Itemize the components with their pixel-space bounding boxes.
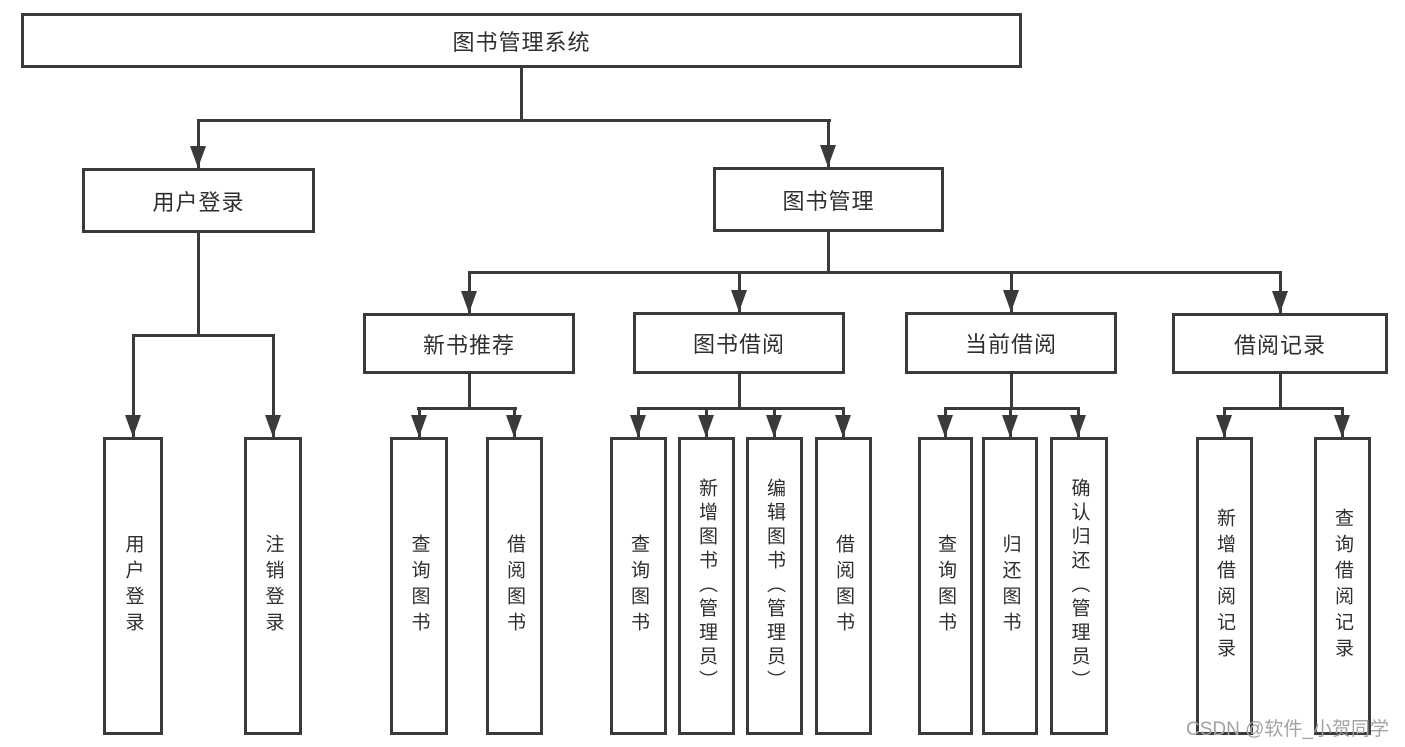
- arrow-down-icon: [1002, 415, 1018, 437]
- node-book-management: 图书管理: [713, 167, 944, 232]
- connector: [520, 68, 523, 122]
- arrow-down-icon: [1272, 291, 1288, 313]
- arrow-down-icon: [698, 415, 714, 437]
- node-new-book-recommend: 新书推荐: [363, 313, 575, 374]
- connector: [272, 334, 275, 437]
- leaf-borrow-books: 借阅图书: [815, 437, 872, 735]
- arrow-down-icon: [125, 415, 141, 437]
- arrow-down-icon: [411, 415, 427, 437]
- arrow-down-icon: [1334, 415, 1350, 437]
- leaf-confirm-return-admin: 确认归还（管理员）: [1050, 437, 1108, 735]
- arrow-down-icon: [506, 415, 522, 437]
- node-user-login: 用户登录: [82, 168, 315, 233]
- connector: [132, 334, 274, 337]
- connector: [197, 119, 200, 168]
- connector: [132, 334, 135, 437]
- leaf-add-borrow-record: 新增借阅记录: [1196, 437, 1253, 735]
- leaf-logout: 注销登录: [244, 437, 302, 735]
- arrow-down-icon: [190, 146, 206, 168]
- leaf-edit-books-admin: 编辑图书（管理员）: [746, 437, 803, 735]
- leaf-query-books: 查询图书: [610, 437, 667, 735]
- connector: [197, 119, 831, 122]
- node-borrow-record: 借阅记录: [1172, 313, 1388, 374]
- arrow-down-icon: [766, 415, 782, 437]
- csdn-watermark: CSDN @软件_小贺同学: [1186, 719, 1389, 740]
- arrow-down-icon: [461, 291, 477, 313]
- arrow-down-icon: [630, 415, 646, 437]
- node-book-borrow: 图书借阅: [633, 312, 845, 374]
- connector: [1279, 374, 1282, 410]
- leaf-query-books: 查询图书: [390, 437, 448, 735]
- connector: [827, 119, 830, 167]
- connector: [944, 407, 1080, 410]
- leaf-query-borrow-record: 查询借阅记录: [1314, 437, 1371, 735]
- arrow-down-icon: [1003, 290, 1019, 312]
- leaf-borrow-books: 借阅图书: [486, 437, 543, 735]
- connector: [827, 232, 830, 274]
- arrow-down-icon: [820, 145, 836, 167]
- leaf-query-books: 查询图书: [918, 437, 973, 735]
- leaf-return-books: 归还图书: [982, 437, 1038, 735]
- arrow-down-icon: [937, 415, 953, 437]
- connector: [468, 271, 1282, 274]
- connector: [468, 374, 471, 410]
- leaf-user-login: 用户登录: [103, 437, 163, 735]
- arrow-down-icon: [265, 415, 281, 437]
- connector: [417, 407, 517, 410]
- connector: [1010, 374, 1013, 410]
- connector: [197, 233, 200, 335]
- arrow-down-icon: [1216, 415, 1232, 437]
- leaf-add-books-admin: 新增图书（管理员）: [678, 437, 735, 735]
- connector: [637, 407, 845, 410]
- connector: [1223, 407, 1344, 410]
- node-current-borrow: 当前借阅: [905, 312, 1117, 374]
- arrow-down-icon: [731, 290, 747, 312]
- connector: [738, 374, 741, 410]
- arrow-down-icon: [835, 415, 851, 437]
- node-library-management-system: 图书管理系统: [21, 13, 1022, 68]
- arrow-down-icon: [1070, 415, 1086, 437]
